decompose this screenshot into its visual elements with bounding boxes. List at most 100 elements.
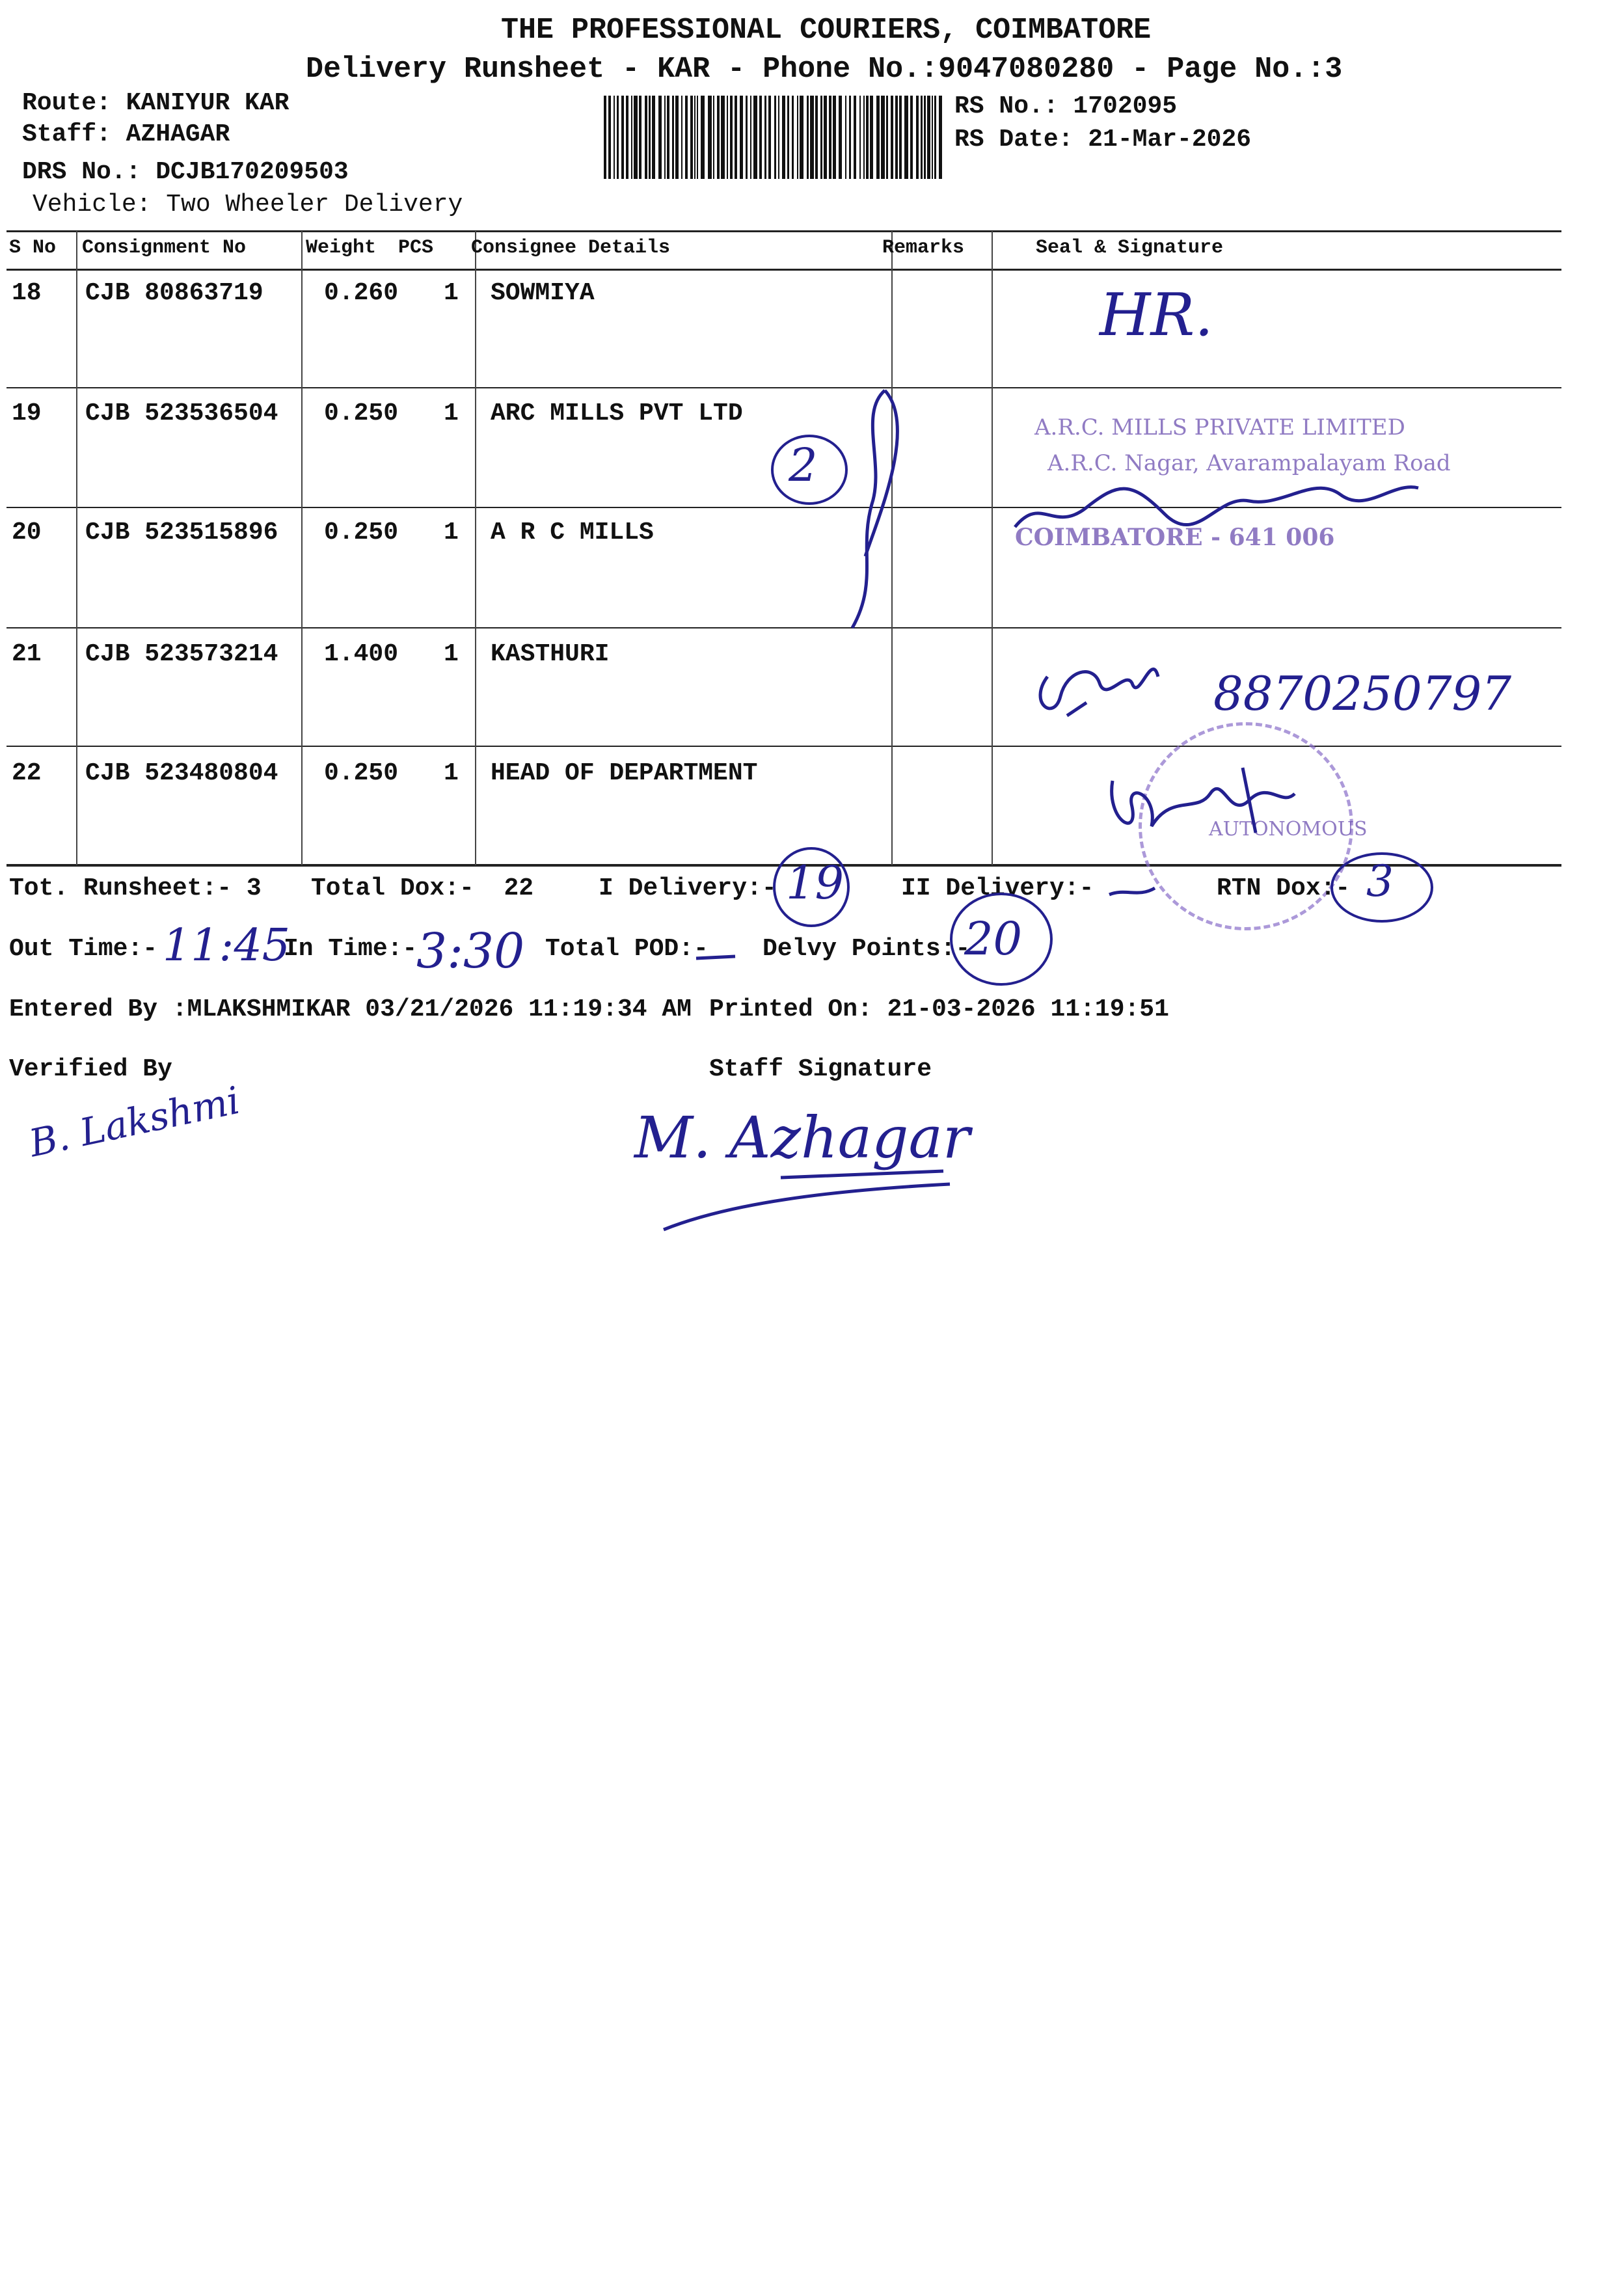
barcode-bar: [895, 96, 898, 179]
barcode-bar: [685, 96, 688, 179]
col-header-pcs: PCS: [398, 237, 434, 259]
row-consignment-no: CJB 523480804: [85, 759, 278, 787]
barcode-bar: [932, 96, 933, 179]
rs-number: RS No.: 1702095: [954, 92, 1178, 120]
barcode-bar: [664, 96, 666, 179]
barcode-bar: [727, 96, 728, 179]
row-pcs: 1: [444, 279, 459, 307]
barcode-bar: [886, 96, 888, 179]
barcode-bar: [824, 96, 827, 179]
barcode-bar: [639, 96, 641, 179]
row21-signature: [1038, 668, 1160, 718]
barcode-bar: [881, 96, 885, 179]
barcode-bar: [614, 96, 615, 179]
row-consignment-no: CJB 80863719: [85, 279, 263, 307]
col-header-seal-signature: Seal & Signature: [1036, 237, 1224, 259]
ii-delivery-dash: [1109, 886, 1156, 897]
barcode-bar: [839, 96, 842, 179]
barcode-bar: [746, 96, 748, 179]
i-delivery-circle: [773, 847, 850, 927]
total-dox: Total Dox:- 22: [311, 874, 534, 902]
runsheet-subtitle: Delivery Runsheet - KAR - Phone No.:9047…: [306, 53, 1343, 86]
barcode-bar: [820, 96, 822, 179]
barcode-bar: [730, 96, 733, 179]
staff-signature: M. Azhagar: [634, 1104, 970, 1171]
row-weight: 0.260: [324, 279, 399, 307]
col-header-remarks: Remarks: [882, 237, 965, 259]
delvy-points-circle: [950, 893, 1053, 986]
arc-signature: [1014, 485, 1419, 528]
staff: Staff: AZHAGAR: [22, 120, 230, 148]
barcode-bar: [778, 96, 779, 179]
barcode-bar: [675, 96, 679, 179]
dept-stamp-text: AUTONOMOUS: [1209, 818, 1368, 841]
barcode-bar: [899, 96, 902, 179]
barcode-bar: [717, 96, 720, 179]
col-divider: [76, 231, 77, 865]
printed-on: Printed On: 21-03-2026 11:19:51: [709, 995, 1169, 1023]
in-time-label: In Time:-: [284, 935, 418, 963]
arc-stamp-line1: A.R.C. MILLS PRIVATE LIMITED: [1034, 414, 1405, 440]
barcode-bar: [891, 96, 893, 179]
barcode-bar: [634, 96, 638, 179]
barcode-bar: [753, 96, 757, 179]
i-delivery-label: I Delivery:-: [599, 874, 777, 902]
barcode-bar: [631, 96, 632, 179]
barcode-bar: [701, 96, 705, 179]
row-sno: 21: [12, 640, 42, 668]
barcode-bar: [910, 96, 913, 179]
barcode-bar: [921, 96, 923, 179]
remarks-bracket: [850, 389, 899, 629]
barcode-bar: [870, 96, 873, 179]
barcode-bar: [854, 96, 856, 179]
total-pod-label: Total POD:-: [545, 935, 709, 963]
barcode-bar: [800, 96, 803, 179]
row-line: [7, 507, 1561, 508]
total-pod-dash: [695, 954, 736, 960]
barcode-bar: [787, 96, 789, 179]
barcode-bar: [740, 96, 743, 179]
barcode-bar: [735, 96, 737, 179]
arc-stamp-line2: A.R.C. Nagar, Avarampalayam Road: [1047, 450, 1451, 476]
barcode-bar: [645, 96, 647, 179]
barcode-bar: [924, 96, 926, 179]
entered-by: Entered By :MLAKSHMIKAR 03/21/2026 11:19…: [9, 995, 692, 1023]
barcode-bar: [604, 96, 606, 179]
row-pcs: 1: [444, 519, 459, 547]
barcode-bar: [904, 96, 908, 179]
barcode-bar: [927, 96, 930, 179]
row-weight: 1.400: [324, 640, 399, 668]
drs-number: DRS No.: DCJB170209503: [22, 158, 349, 186]
remarks-count: 2: [789, 439, 818, 492]
barcode-bar: [721, 96, 725, 179]
barcode-bar: [792, 96, 794, 179]
barcode-bar: [815, 96, 818, 179]
verifier-signature: B. Lakshmi: [25, 1077, 244, 1166]
row-sno: 19: [12, 399, 42, 427]
delvy-points-label: Delvy Points:-: [763, 935, 971, 963]
col-divider: [891, 231, 893, 865]
barcode-bar: [690, 96, 693, 179]
row-weight: 0.250: [324, 399, 399, 427]
barcode-bar: [810, 96, 814, 179]
route: Route: KANIYUR KAR: [22, 89, 290, 117]
barcode-bar: [939, 96, 942, 179]
barcode-bar: [916, 96, 919, 179]
row-sno: 20: [12, 519, 42, 547]
col-header-consignment: Consignment No: [82, 237, 247, 259]
barcode-bar: [759, 96, 762, 179]
barcode-bar: [829, 96, 831, 179]
row-consignee: KASTHURI: [491, 640, 610, 668]
col-divider: [992, 231, 993, 865]
col-header-weight: Weight: [306, 237, 377, 259]
remarks-circle: [771, 435, 848, 505]
barcode-bar: [608, 96, 611, 179]
barcode-bar: [764, 96, 766, 179]
row-consignment-no: CJB 523573214: [85, 640, 278, 668]
barcode-bar: [782, 96, 785, 179]
out-time-label: Out Time:-: [9, 935, 158, 963]
arc-stamp-line3: COIMBATORE - 641 006: [1015, 524, 1335, 551]
barcode-bar: [807, 96, 809, 179]
row-pcs: 1: [444, 640, 459, 668]
barcode-bar: [667, 96, 669, 179]
